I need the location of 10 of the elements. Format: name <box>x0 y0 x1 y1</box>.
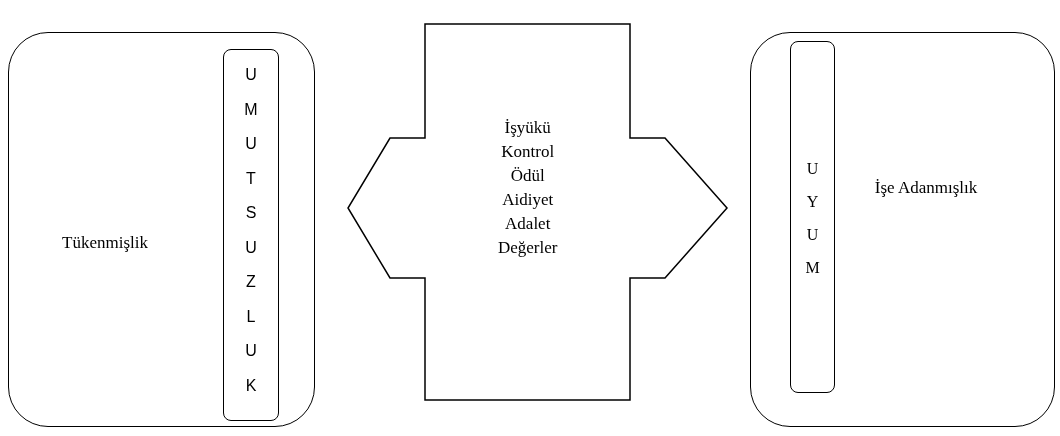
double-block-arrow <box>347 23 728 401</box>
panel-label: İşe Adanmışlık <box>873 177 979 199</box>
edge-label: İşyükü Kontrol Ödül Aidiyet Adalet Değerler <box>498 117 558 259</box>
vertical-bar <box>223 49 279 421</box>
vertical-label: UYUM <box>804 159 821 278</box>
rounded-panel <box>750 32 1055 427</box>
vertical-bar <box>790 41 835 393</box>
panel-label: Tükenmişlik <box>61 233 149 253</box>
vertical-label: UMUTSUZLUK <box>243 65 259 396</box>
rounded-panel <box>8 32 315 427</box>
